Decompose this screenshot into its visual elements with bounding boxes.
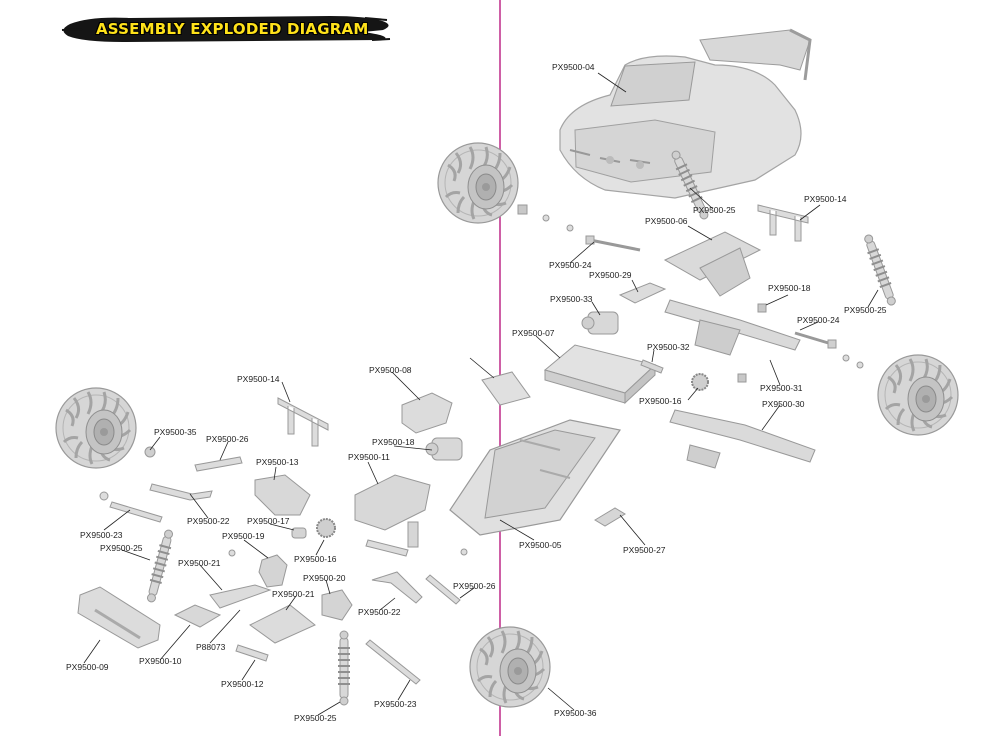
- drive-shaft-top: [585, 235, 641, 252]
- label-px9500-07: PX9500-07: [512, 328, 555, 338]
- label-px9500-26-right: PX9500-26: [453, 581, 496, 591]
- label-px9500-36: PX9500-36: [554, 708, 597, 718]
- label-px9500-24-right: PX9500-24: [797, 315, 840, 325]
- wheel-bottom: [468, 625, 552, 709]
- wheel-left: [54, 386, 138, 470]
- label-px9500-22-left: PX9500-22: [187, 516, 230, 526]
- label-px9500-12: PX9500-12: [221, 679, 264, 689]
- label-px9500-17: PX9500-17: [247, 516, 290, 526]
- motor-top: [581, 311, 619, 335]
- label-px9500-24-top: PX9500-24: [549, 260, 592, 270]
- label-px9500-18-left: PX9500-18: [372, 437, 415, 447]
- body-post-left: [277, 397, 329, 447]
- steering-link: [640, 359, 664, 374]
- label-px9500-06: PX9500-06: [645, 216, 688, 226]
- label-px9500-16-right: PX9500-16: [639, 396, 682, 406]
- servo-mount: [618, 282, 667, 304]
- spur-gear-right: [691, 373, 709, 391]
- front-bumper: [77, 586, 161, 649]
- label-px9500-33: PX9500-33: [550, 294, 593, 304]
- label-px9500-25-bottom: PX9500-25: [294, 713, 337, 723]
- label-px9500-29: PX9500-29: [589, 270, 632, 280]
- label-px9500-16-left: PX9500-16: [294, 554, 337, 564]
- title-banner: [61, 16, 391, 42]
- mount-plate: [481, 371, 531, 406]
- left-gearbox: [354, 474, 431, 531]
- label-px9500-35: PX9500-35: [154, 427, 197, 437]
- label-px9500-20: PX9500-20: [303, 573, 346, 583]
- label-px9500-21-right: PX9500-21: [272, 589, 315, 599]
- suspension-arms: [109, 456, 461, 685]
- shock-left: [143, 527, 177, 605]
- label-px9500-23-bottom: PX9500-23: [374, 699, 417, 709]
- main-chassis: [449, 419, 621, 536]
- drive-shaft-right: [794, 331, 837, 349]
- motor-left: [425, 437, 463, 461]
- label-px9500-25-left: PX9500-25: [100, 543, 143, 553]
- label-px9500-05: PX9500-05: [519, 540, 562, 550]
- label-px9500-11: PX9500-11: [348, 452, 390, 462]
- label-px9500-08: PX9500-08: [369, 365, 412, 375]
- chassis-brace: [663, 231, 762, 297]
- label-px9500-14-right: PX9500-14: [804, 194, 847, 204]
- bumper-mount: [173, 604, 222, 628]
- label-px9500-25-top: PX9500-25: [693, 205, 736, 215]
- label-px9500-18-right: PX9500-18: [768, 283, 811, 293]
- label-px9500-27: PX9500-27: [623, 545, 666, 555]
- spur-gear-left: [316, 518, 336, 538]
- rear-hub: [321, 589, 353, 621]
- body-post-right: [757, 204, 809, 242]
- label-px9500-25-right: PX9500-25: [844, 305, 887, 315]
- battery-tray: [543, 344, 657, 405]
- label-px9500-30: PX9500-30: [762, 399, 805, 409]
- label-px9500-23-left: PX9500-23: [80, 530, 123, 540]
- pinion-gear: [291, 527, 307, 539]
- label-px9500-19: PX9500-19: [222, 531, 265, 541]
- steering-crank: [594, 507, 626, 527]
- wheel-right: [876, 353, 960, 437]
- label-px9500-32: PX9500-32: [647, 342, 690, 352]
- page-title: ASSEMBLY EXPLODED DIAGRAM: [96, 20, 369, 38]
- label-px9500-22-right: PX9500-22: [358, 607, 401, 617]
- label-px9500-13: PX9500-13: [256, 457, 299, 467]
- label-px9500-26-left: PX9500-26: [206, 434, 249, 444]
- label-px9500-14-left: PX9500-14: [237, 374, 280, 384]
- label-p88073: P88073: [196, 642, 226, 652]
- label-px9500-09: PX9500-09: [66, 662, 109, 672]
- shock-right: [860, 232, 900, 308]
- label-px9500-21-left: PX9500-21: [178, 558, 221, 568]
- rear-gearbox: [664, 299, 801, 356]
- small-parts: [99, 204, 864, 557]
- steering-block: [258, 554, 288, 588]
- wheel-top-left: [436, 141, 520, 225]
- label-px9500-04: PX9500-04: [552, 62, 595, 72]
- label-px9500-10: PX9500-10: [139, 656, 182, 666]
- servo-saver: [401, 392, 453, 434]
- front-gearbox: [669, 409, 816, 469]
- shock-bottom: [337, 630, 351, 706]
- label-px9500-31: PX9500-31: [760, 383, 803, 393]
- hub-carrier: [254, 474, 311, 516]
- leader-lines: [83, 72, 879, 716]
